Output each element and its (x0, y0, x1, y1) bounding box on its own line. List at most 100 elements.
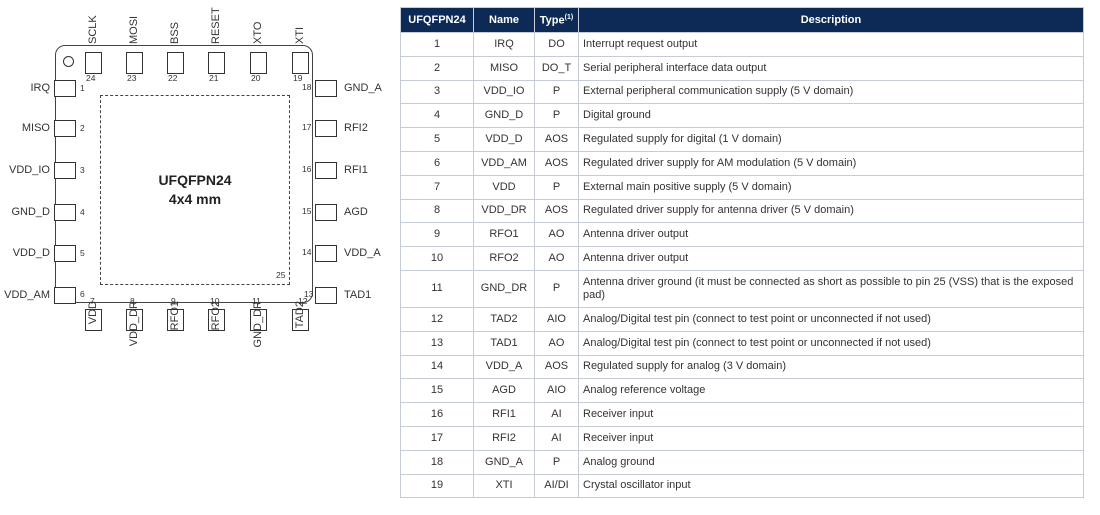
cell-pin-type: AO (534, 246, 579, 271)
pin-4-pad (54, 204, 76, 221)
pin-15-number: 15 (302, 206, 312, 216)
cell-description: External main positive supply (5 V domai… (578, 174, 1084, 200)
col-header-name: Name (473, 7, 535, 33)
chip-package-outline (55, 45, 313, 303)
cell-pin-number: 17 (400, 425, 474, 451)
cell-pin-type: AI (534, 402, 579, 427)
cell-pin-name: TAD2 (473, 306, 535, 332)
pin-24-pad (85, 52, 102, 74)
pin-1-number: 1 (80, 83, 85, 93)
cell-pin-type: AOS (534, 354, 579, 380)
cell-description: Analog ground (578, 449, 1084, 475)
cell-pin-type: DO_T (534, 55, 579, 81)
pin-21-label: RESET (210, 7, 222, 44)
cell-pin-type: AO (534, 330, 579, 356)
pin-4-number: 4 (80, 207, 85, 217)
pin-22-pad (167, 52, 184, 74)
cell-pin-number: 14 (400, 354, 474, 380)
pin-21-number: 21 (209, 73, 219, 83)
pin-19-pad (292, 52, 309, 74)
pin-17-number: 17 (302, 122, 312, 132)
type-footnote-ref: (1) (564, 13, 574, 21)
pin-5-number: 5 (80, 248, 85, 258)
cell-description: Receiver input (578, 402, 1084, 427)
cell-description: Analog reference voltage (578, 378, 1084, 404)
cell-pin-type: AO (534, 222, 579, 248)
pin-18-label: GND_A (344, 82, 382, 94)
cell-pin-type: P (534, 79, 579, 105)
pin-3-pad (54, 162, 76, 179)
pin-13-number: 13 (304, 289, 314, 299)
cell-pin-name: MISO (473, 55, 535, 81)
cell-pin-number: 1 (400, 32, 474, 57)
pin-4-label: GND_D (11, 206, 50, 218)
pin-16-number: 16 (302, 164, 312, 174)
pin-9-label: RFO1 (169, 301, 181, 331)
cell-pin-name: RFI2 (473, 425, 535, 451)
pin-8-number: 8 (130, 296, 135, 306)
cell-description: Regulated supply for analog (3 V domain) (578, 354, 1084, 380)
pin-12-pad (292, 309, 309, 331)
cell-pin-name: VDD_DR (473, 198, 535, 224)
pin-6-number: 6 (80, 289, 85, 299)
col-header-package: UFQFPN24 (400, 7, 474, 33)
cell-pin-name: IRQ (473, 32, 535, 57)
pin-17-pad (315, 120, 337, 137)
pin-24-label: SCLK (87, 15, 99, 44)
cell-description: Analog/Digital test pin (connect to test… (578, 306, 1084, 332)
cell-pin-type: P (534, 103, 579, 129)
cell-pin-number: 6 (400, 150, 474, 176)
cell-pin-type: AIO (534, 306, 579, 332)
cell-pin-name: RFO2 (473, 246, 535, 271)
pin-10-label: RFO2 (210, 301, 222, 331)
pin-8-label: VDD_DR (128, 301, 140, 347)
pin-1-label: IRQ (30, 82, 50, 94)
cell-pin-type: P (534, 269, 579, 308)
cell-description: Antenna driver output (578, 222, 1084, 248)
cell-pin-name: AGD (473, 378, 535, 404)
pin-12-number: 12 (298, 296, 308, 306)
table-header-row: UFQFPN24 Name Type(1) Description (400, 7, 1084, 33)
pin-2-pad (54, 120, 76, 137)
pin-14-label: VDD_A (344, 247, 381, 259)
pin-19-label: XTI (294, 26, 306, 44)
cell-pin-number: 4 (400, 103, 474, 129)
pin-5-pad (54, 245, 76, 262)
pin-20-label: XTO (252, 21, 264, 44)
col-header-type-label: Type (539, 14, 565, 27)
cell-pin-name: VDD_D (473, 127, 535, 152)
pin-23-pad (126, 52, 143, 74)
cell-pin-name: GND_A (473, 449, 535, 475)
cell-pin-name: VDD (473, 174, 535, 200)
cell-description: Regulated driver supply for AM modulatio… (578, 150, 1084, 176)
cell-pin-name: XTI (473, 473, 535, 499)
cell-pin-type: AOS (534, 198, 579, 224)
pin-6-pad (54, 287, 76, 304)
pin-18-pad (315, 80, 337, 97)
cell-pin-type: P (534, 449, 579, 475)
pin-7-pad (85, 309, 102, 331)
cell-description: Interrupt request output (578, 32, 1084, 57)
exposed-pad (100, 95, 290, 285)
pin-7-number: 7 (90, 296, 95, 306)
pin-21-pad (208, 52, 225, 74)
cell-description: Serial peripheral interface data output (578, 55, 1084, 81)
cell-pin-name: RFO1 (473, 222, 535, 248)
pin-19-number: 19 (293, 73, 303, 83)
cell-pin-name: GND_DR (473, 269, 535, 308)
pin-1-pad (54, 80, 76, 97)
pin-7-label: VDD (87, 301, 99, 325)
cell-pin-number: 7 (400, 174, 474, 200)
cell-pin-number: 13 (400, 330, 474, 356)
cell-pin-number: 12 (400, 306, 474, 332)
pin-12-label: TAD2 (294, 301, 306, 329)
